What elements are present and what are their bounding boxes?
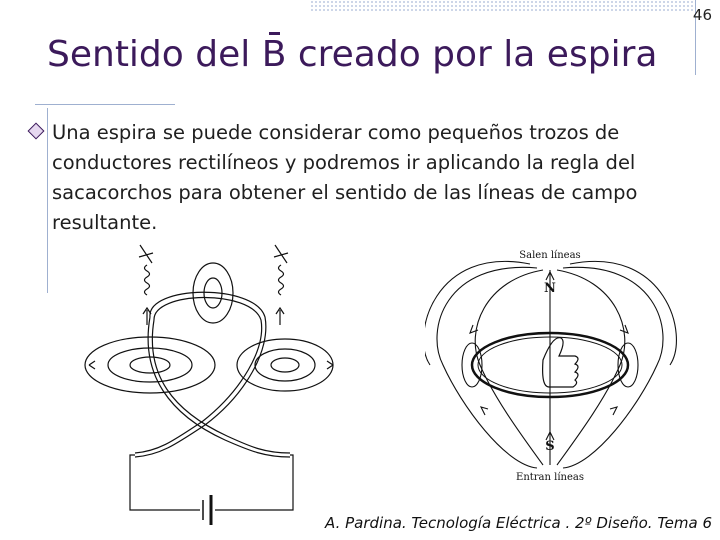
diamond-bullet-icon bbox=[27, 122, 45, 140]
decorative-vertical-line-left bbox=[47, 108, 48, 293]
title-part-1: Sentido del bbox=[47, 34, 262, 75]
decorative-dot-band bbox=[310, 0, 695, 12]
bottom-label: Entran líneas bbox=[516, 472, 584, 483]
title-part-2: creado por la espira bbox=[286, 34, 658, 75]
top-label: Salen líneas bbox=[519, 250, 580, 261]
decorative-vertical-line bbox=[695, 0, 696, 75]
decorative-horizontal-line bbox=[35, 104, 175, 105]
north-label: N bbox=[544, 281, 556, 296]
loop-corkscrew-diagram bbox=[84, 244, 334, 525]
bullet-text: Una espira se puede considerar como pequ… bbox=[52, 121, 638, 234]
slide-title: Sentido del B creado por la espira bbox=[47, 32, 658, 75]
south-label: S bbox=[545, 439, 554, 454]
hand-thumb-icon bbox=[542, 337, 579, 388]
vector-b-symbol: B bbox=[261, 32, 287, 75]
page-number: 46 bbox=[692, 6, 712, 24]
loop-field-lines-diagram: Salen líneas N S Entran líneas bbox=[425, 250, 677, 483]
slide-footer: A. Pardina. Tecnología Eléctrica . 2º Di… bbox=[325, 514, 712, 532]
